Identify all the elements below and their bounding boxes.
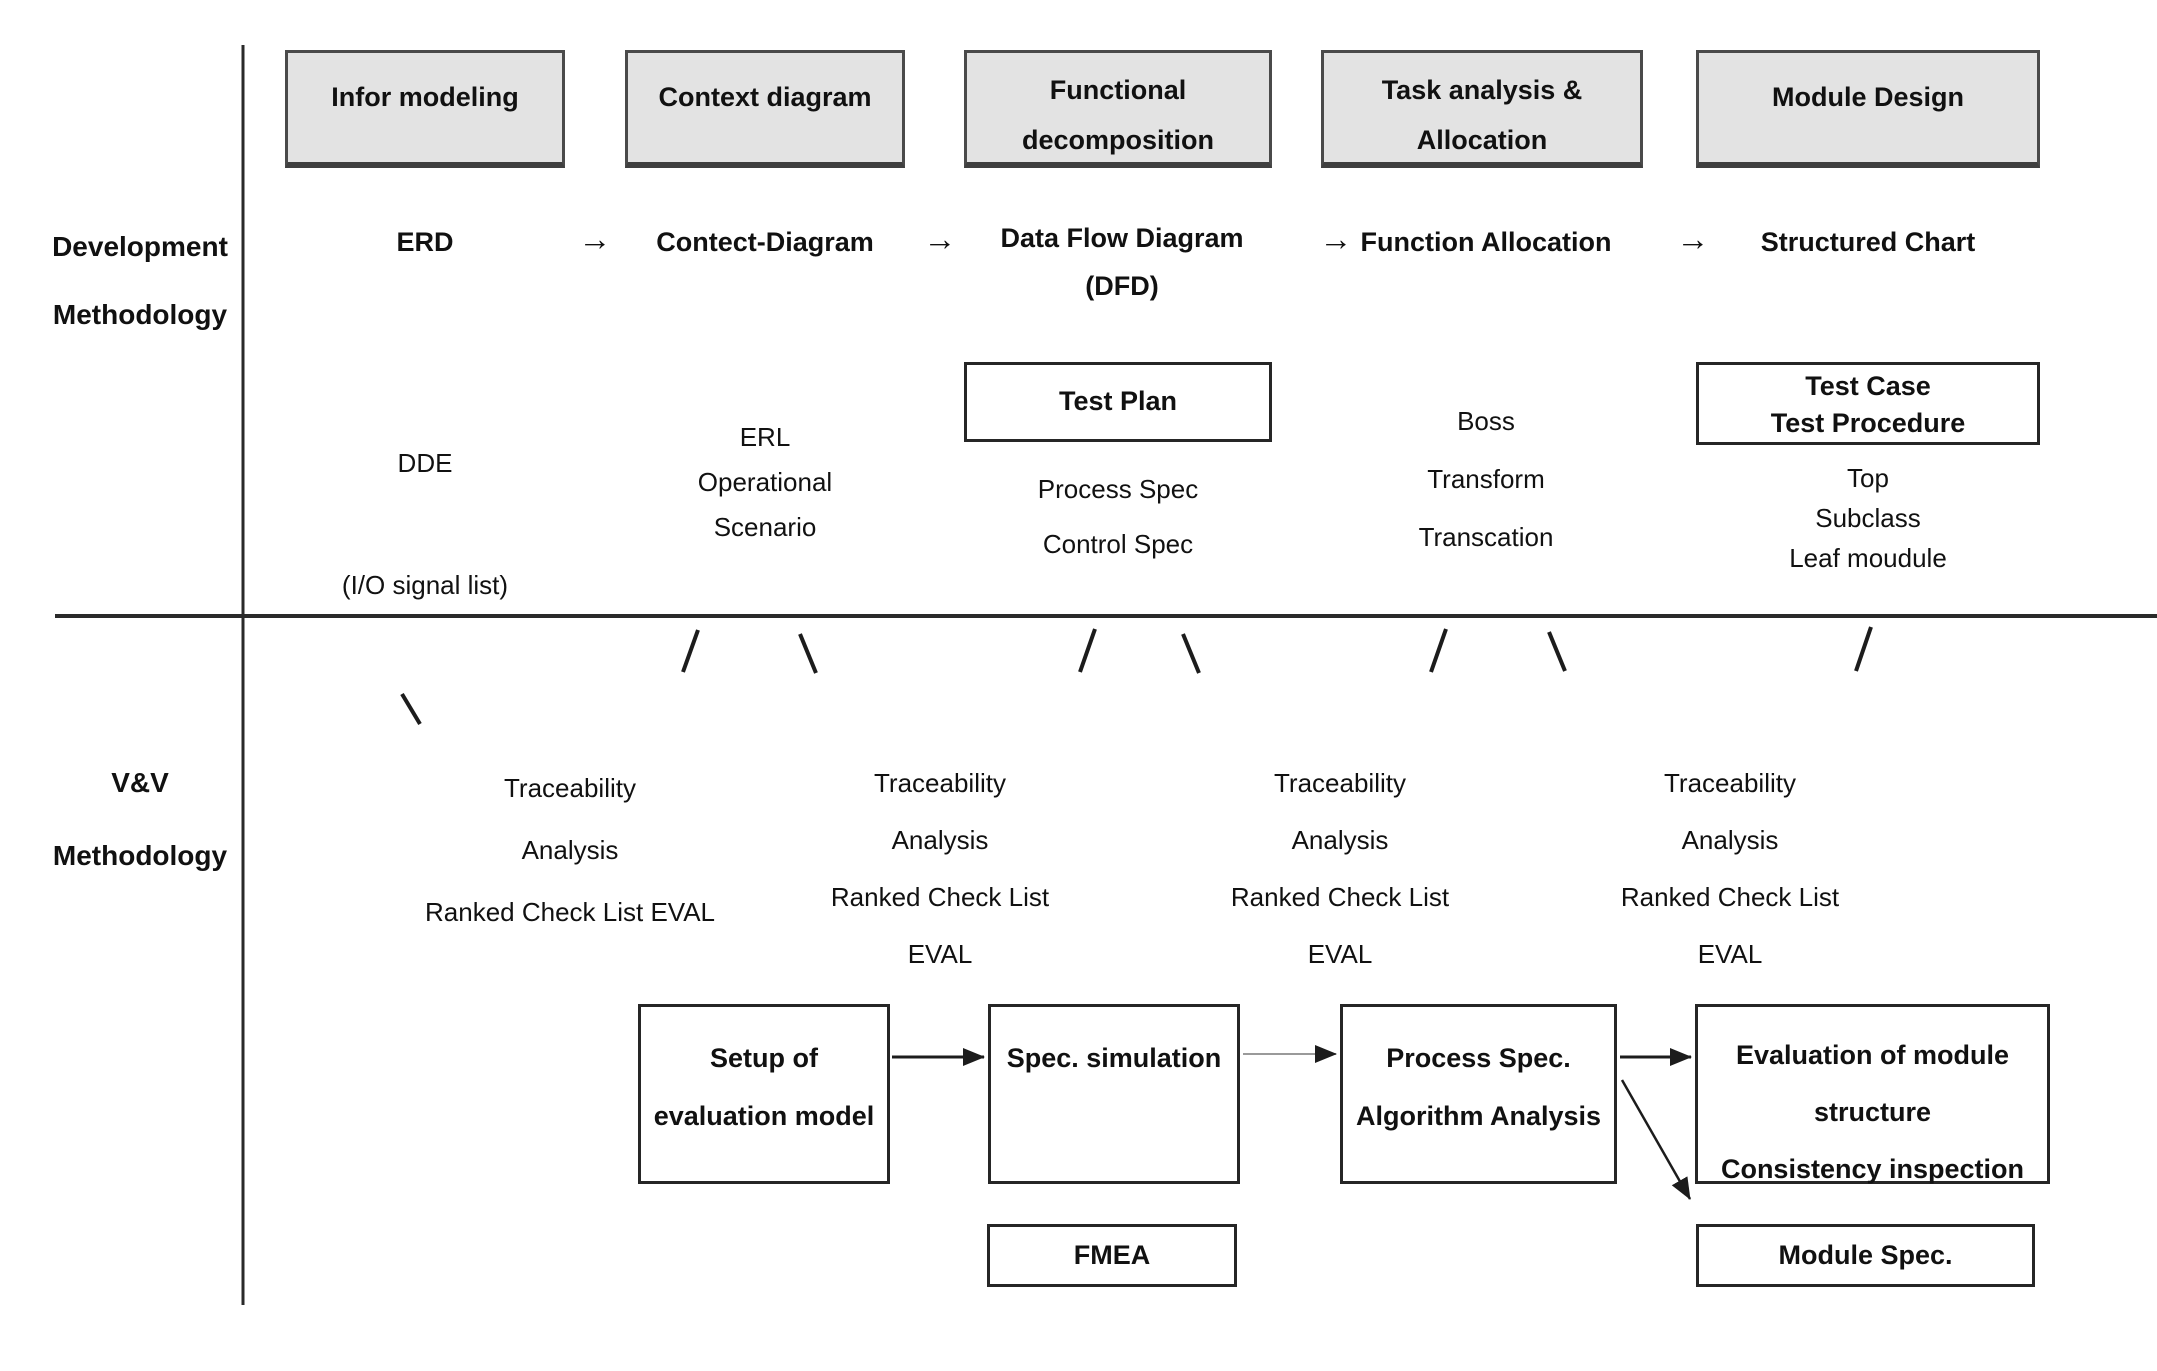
test-case-procedure-box: Test Case Test Procedure [1696, 362, 2040, 445]
method-contect-diagram: Contect-Diagram [656, 227, 874, 257]
vv-column-4: Traceability Analysis Ranked Check List … [1620, 768, 1840, 969]
artifact-boss-transform: Boss Transform Transcation [1418, 406, 1554, 552]
evaluation-module-structure-box: Evaluation of module structure Consisten… [1695, 1004, 2050, 1184]
stage-box-task-analysis: Task analysis & Allocation [1321, 50, 1643, 168]
slash-mark-backslash-1 [400, 692, 422, 726]
artifact-process-control-spec: Process Spec Control Spec [1037, 474, 1199, 559]
stage-box-functional-decomposition: Functional decomposition [964, 50, 1272, 168]
slash-mark-backslash-3 [1181, 633, 1201, 674]
vv-column-2: Traceability Analysis Ranked Check List … [830, 768, 1050, 969]
stage-box-context-diagram: Context diagram [625, 50, 905, 168]
development-methodology-label: Development Methodology [52, 231, 228, 330]
artifact-dde: DDE [397, 448, 453, 478]
method-data-flow-diagram: Data Flow Diagram (DFD) [1000, 223, 1244, 301]
module-spec-box: Module Spec. [1696, 1224, 2035, 1287]
method-function-allocation: Function Allocation [1360, 227, 1612, 257]
slash-mark-forward-2 [1078, 628, 1097, 673]
test-plan-box: Test Plan [964, 362, 1272, 442]
slash-mark-backslash-4 [1547, 631, 1567, 672]
vv-methodology-label: V&V Methodology [52, 767, 228, 871]
fmea-box: FMEA [987, 1224, 1237, 1287]
vv-column-1: Traceability Analysis Ranked Check List … [425, 773, 715, 927]
process-spec-algorithm-box: Process Spec. Algorithm Analysis [1340, 1004, 1617, 1184]
slash-mark-forward-1 [681, 629, 700, 673]
stage-box-module-design: Module Design [1696, 50, 2040, 168]
setup-evaluation-model-box: Setup of evaluation model [638, 1004, 890, 1184]
method-arrow-1: → [578, 220, 612, 257]
method-arrow-3: → [1319, 220, 1353, 257]
slash-mark-forward-4 [1854, 626, 1873, 672]
method-arrow-4: → [1676, 220, 1710, 257]
arrow-processspec-to-modulespec [1620, 1079, 1692, 1200]
artifact-erl-scenario: ERL Operational Scenario [697, 422, 833, 542]
method-erd: ERD [396, 227, 454, 257]
vv-column-3: Traceability Analysis Ranked Check List … [1230, 768, 1450, 969]
slash-mark-forward-3 [1429, 628, 1448, 673]
slash-mark-backslash-2 [798, 633, 818, 674]
spec-simulation-box: Spec. simulation [988, 1004, 1240, 1184]
stage-box-infor-modeling: Infor modeling [285, 50, 565, 168]
method-arrow-2: → [923, 220, 957, 257]
method-structured-chart: Structured Chart [1760, 227, 1976, 257]
artifact-io-signal-list: (I/O signal list) [341, 570, 509, 600]
artifact-top-subclass-leaf: Top Subclass Leaf moudule [1789, 463, 1947, 573]
